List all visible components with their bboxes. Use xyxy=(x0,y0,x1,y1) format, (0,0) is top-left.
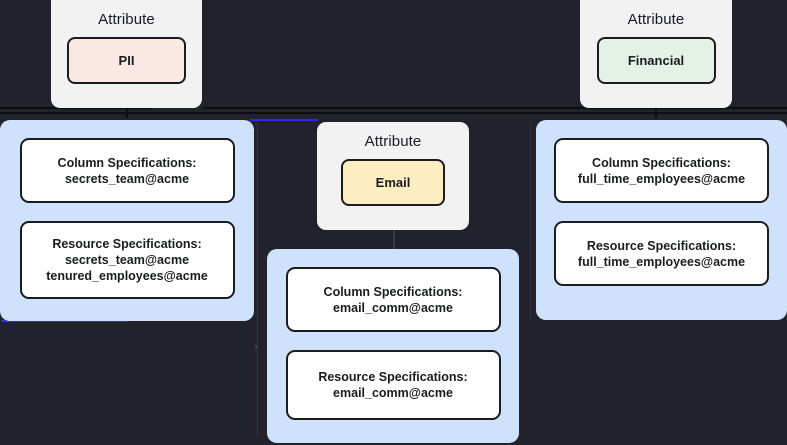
connector-top-left xyxy=(0,107,152,109)
connector-stem-email xyxy=(393,229,395,249)
spec-box-resource[interactable]: Resource Specifications: secrets_team@ac… xyxy=(19,221,235,299)
selection-rule-top xyxy=(250,119,318,121)
expand-chevron-icon[interactable]: › xyxy=(254,340,259,353)
spec-panel-email[interactable]: Column Specifications: email_comm@acme R… xyxy=(267,249,519,443)
spec-box-column[interactable]: Column Specifications: full_time_employe… xyxy=(554,138,769,203)
connector-top-right xyxy=(655,112,787,114)
spec-box-heading: Column Specifications: xyxy=(57,155,197,170)
spec-box-column[interactable]: Column Specifications: email_comm@acme xyxy=(285,267,501,332)
spec-box-resource[interactable]: Resource Specifications: full_time_emplo… xyxy=(554,221,769,286)
attribute-chip-financial[interactable]: Financial xyxy=(596,37,716,84)
spec-box-resource[interactable]: Resource Specifications: email_comm@acme xyxy=(285,350,501,420)
connector-stem-financial xyxy=(655,104,657,118)
attribute-card-email[interactable]: Attribute Email xyxy=(317,122,469,230)
spec-box-column[interactable]: Column Specifications: secrets_team@acme xyxy=(19,138,235,203)
connector-stem-pii xyxy=(126,104,128,118)
spec-box-heading: Column Specifications: xyxy=(323,284,463,299)
spec-box-value: tenured_employees@acme xyxy=(46,269,208,283)
attribute-card-title: Attribute xyxy=(364,133,422,150)
attribute-chip-email[interactable]: Email xyxy=(341,159,445,206)
spec-box-heading: Column Specifications: xyxy=(592,155,731,170)
attribute-card-financial[interactable]: Attribute Financial xyxy=(580,0,732,108)
spec-panel-financial[interactable]: Column Specifications: full_time_employe… xyxy=(536,120,787,320)
connector-top-mid xyxy=(203,107,787,109)
connector-top-right-2 xyxy=(247,112,655,114)
attribute-card-title: Attribute xyxy=(98,11,155,28)
attribute-chip-pii[interactable]: PII xyxy=(67,37,186,84)
connector-top-left-2 xyxy=(0,112,247,114)
spec-box-heading: Resource Specifications: xyxy=(586,238,737,253)
spec-box-value: full_time_employees@acme xyxy=(577,254,746,269)
spec-box-heading: Resource Specifications: xyxy=(52,237,202,251)
spec-box-heading: Resource Specifications: xyxy=(318,370,468,384)
selection-rule-bottom xyxy=(1,320,128,322)
attribute-card-pii[interactable]: Attribute PII xyxy=(51,0,202,108)
panel-divider-mid xyxy=(257,122,258,437)
spec-box-value: email_comm@acme xyxy=(333,300,453,315)
attribute-card-title: Attribute xyxy=(627,11,685,28)
spec-box-value: email_comm@acme xyxy=(333,386,453,400)
spec-panel-pii[interactable]: Column Specifications: secrets_team@acme… xyxy=(0,120,254,321)
panel-divider-right xyxy=(530,122,531,322)
spec-box-value: secrets_team@acme xyxy=(64,253,190,267)
spec-box-value: secrets_team@acme xyxy=(64,171,190,186)
spec-box-value: full_time_employees@acme xyxy=(577,171,746,186)
